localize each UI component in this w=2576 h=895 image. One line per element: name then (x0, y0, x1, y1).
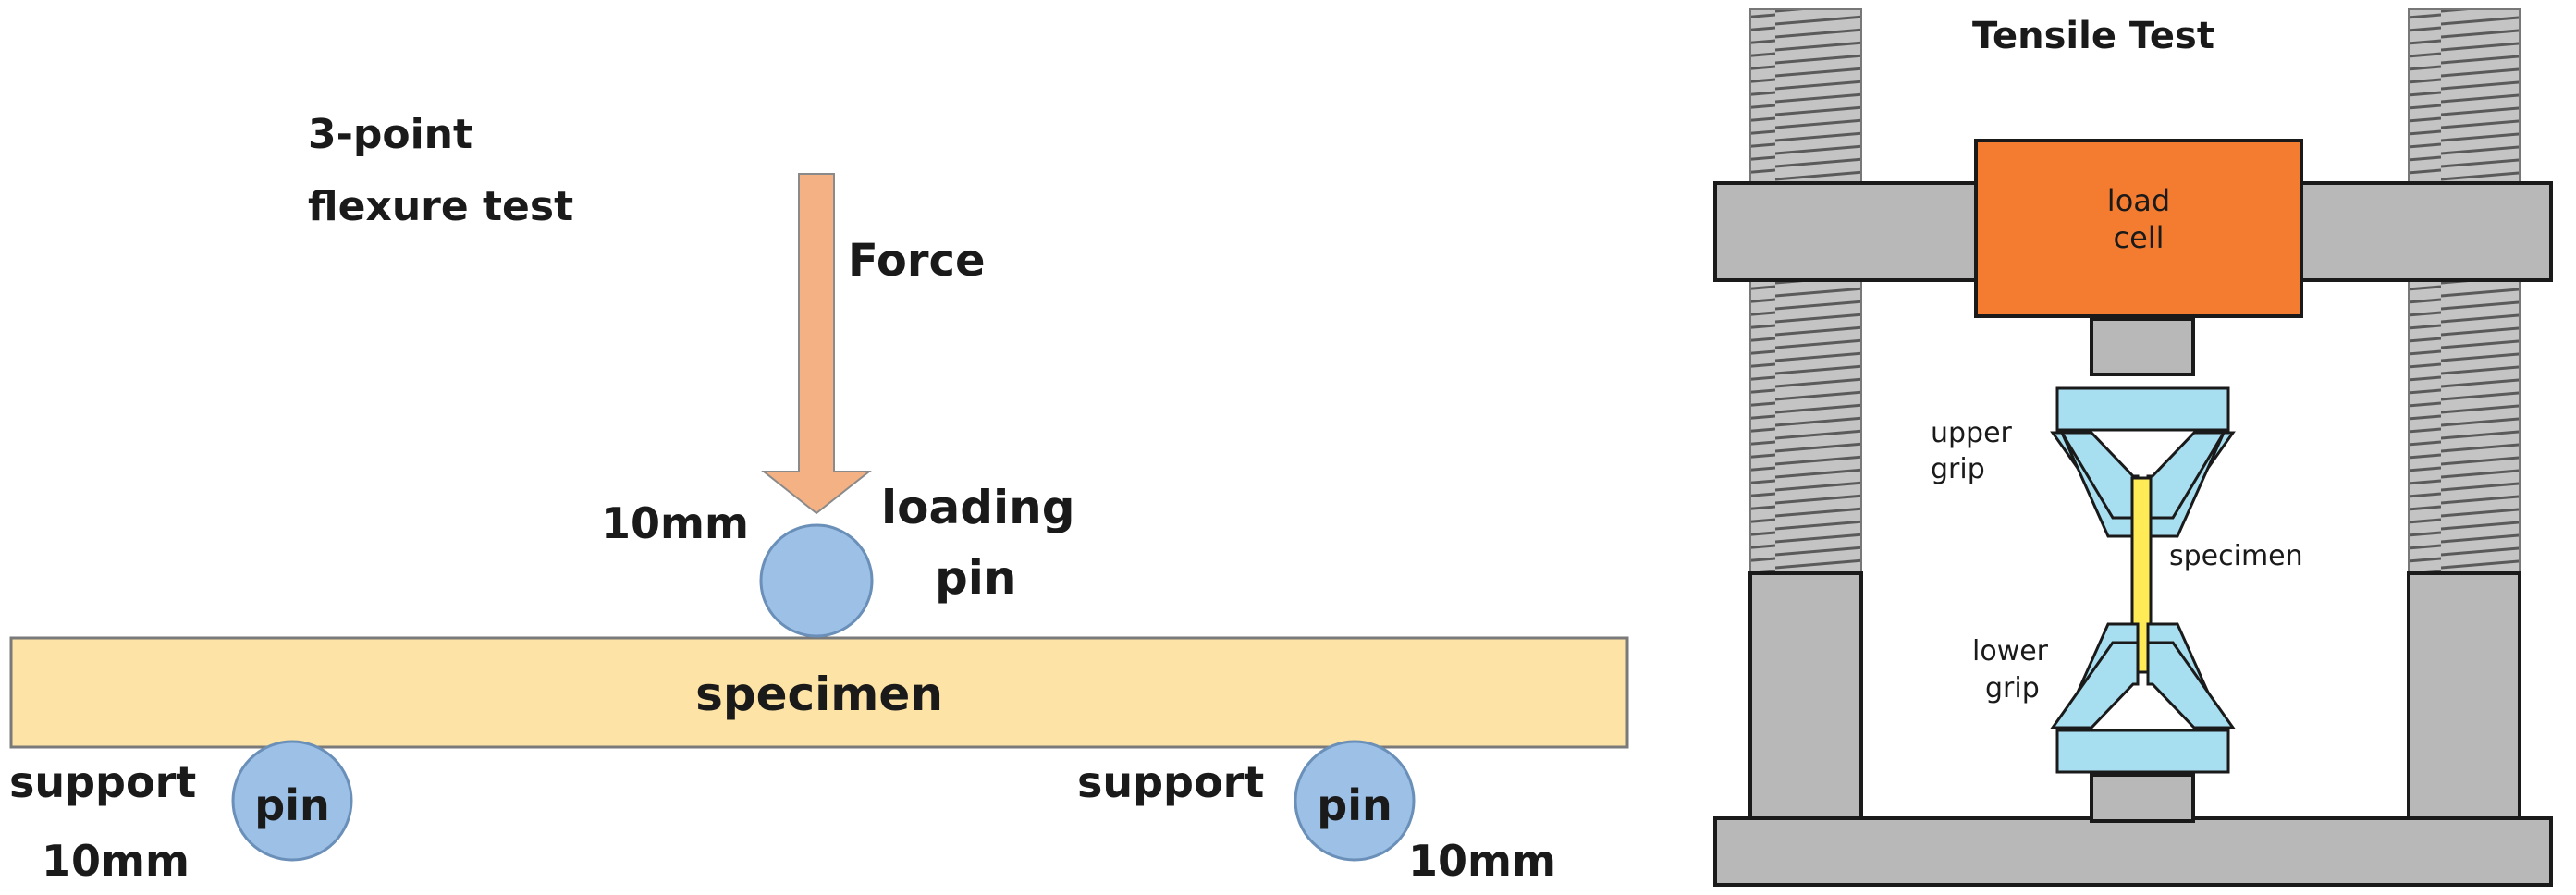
right-support-size: 10mm (1408, 836, 1556, 886)
flexure-specimen-label: specimen (695, 668, 943, 721)
lower-grip-label-line2: grip (1985, 672, 2040, 705)
left-support-size: 10mm (42, 836, 190, 886)
lower-grip (2050, 622, 2236, 774)
left-column (1748, 571, 1863, 820)
tensile-test-diagram: Tensile Test load cell (1713, 8, 2553, 887)
force-arrow (761, 173, 872, 515)
left-support-label: support (9, 757, 196, 807)
loading-pin-size: 10mm (601, 498, 749, 548)
right-lead-screw (2408, 8, 2521, 574)
right-support-pin-label: pin (1317, 780, 1392, 830)
tensile-title: Tensile Test (1972, 15, 2214, 57)
left-support-pin-label: pin (254, 780, 329, 830)
lower-grip-label-line1: lower (1972, 635, 2049, 668)
load-cell-label-line2: cell (2113, 220, 2164, 255)
load-cell-label-line1: load (2107, 183, 2170, 218)
right-support-label: support (1077, 757, 1264, 807)
flexure-title-line1: 3-point (308, 111, 472, 158)
flexure-specimen-beam (9, 636, 1629, 749)
upper-grip-label-line1: upper (1931, 417, 2013, 449)
flexure-test-diagram: 3-point flexure test Force specimen 10mm… (9, 111, 1629, 886)
upper-connector (2090, 317, 2195, 376)
force-label: Force (848, 235, 986, 287)
left-support-pin (231, 740, 353, 862)
loading-pin-label-line2: pin (935, 551, 1017, 605)
load-cell (1974, 139, 2303, 318)
left-lead-screw (1749, 8, 1862, 574)
loading-pin-label-line1: loading (881, 481, 1075, 534)
machine-base (1713, 816, 2553, 887)
upper-grip (2050, 386, 2236, 538)
flexure-title-line2: flexure test (308, 183, 573, 230)
loading-pin (759, 523, 874, 638)
tensile-specimen-label: specimen (2169, 540, 2303, 572)
lower-connector (2090, 773, 2195, 823)
upper-grip-label-line2: grip (1931, 453, 1985, 485)
right-support-pin (1294, 740, 1416, 862)
right-column (2407, 571, 2521, 820)
